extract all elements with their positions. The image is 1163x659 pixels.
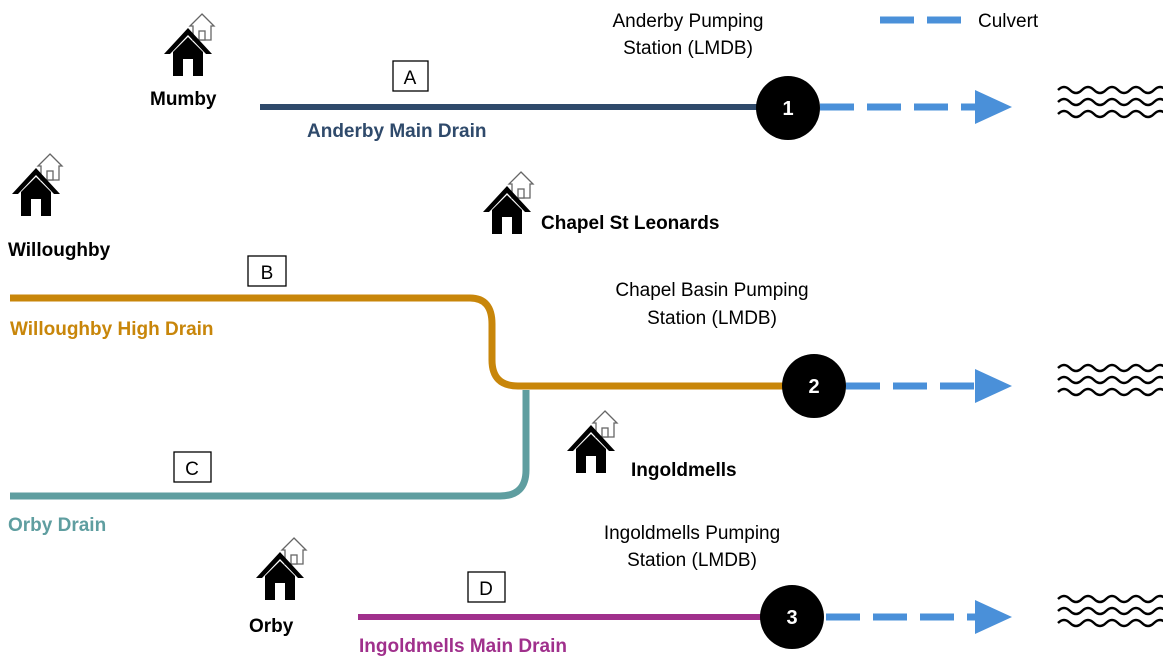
box-d-label: D: [479, 579, 493, 600]
waves-icon-3: [1056, 594, 1163, 628]
legend: Culvert: [880, 11, 1039, 32]
willoughby-high-drain-line: [10, 294, 790, 390]
drain-label-orby: Orby Drain: [8, 515, 106, 536]
station-3-number: 3: [786, 607, 797, 629]
box-d: [467, 571, 506, 603]
house-icon-willoughby: [11, 153, 63, 217]
station-1-number: 1: [782, 98, 793, 120]
station-2-label-line1: Chapel Basin Pumping: [615, 280, 808, 301]
culvert-1: [820, 90, 1012, 124]
box-a: [392, 60, 429, 92]
station-1-label-line1: Anderby Pumping: [612, 11, 763, 32]
house-icon-mumby: [163, 13, 215, 77]
station-1-marker: [756, 76, 820, 140]
drain-label-willoughby: Willoughby High Drain: [10, 319, 214, 340]
waves-icon-1: [1056, 85, 1163, 119]
town-label-willoughby: Willoughby: [8, 240, 111, 261]
station-3-label-line2: Station (LMDB): [627, 550, 757, 571]
house-icon-ingoldmells: [566, 410, 618, 474]
box-a-label: A: [404, 68, 417, 89]
culvert-3: [826, 600, 1012, 634]
drain-label-ingoldmells: Ingoldmells Main Drain: [359, 636, 567, 657]
drain-label-anderby: Anderby Main Drain: [307, 121, 486, 142]
box-b-label: B: [261, 263, 274, 284]
waves-icon-2: [1056, 363, 1163, 397]
house-icon-orby: [255, 537, 307, 601]
station-2-marker: [782, 354, 846, 418]
town-label-orby: Orby: [249, 616, 294, 637]
box-c: [173, 451, 212, 483]
station-2-label-line2: Station (LMDB): [647, 308, 777, 329]
station-1-label-line2: Station (LMDB): [623, 38, 753, 59]
house-icon-chapel: [482, 171, 534, 235]
town-label-mumby: Mumby: [150, 89, 217, 110]
box-b: [247, 255, 287, 287]
legend-culvert-label: Culvert: [978, 11, 1039, 32]
town-label-ingoldmells: Ingoldmells: [631, 460, 737, 481]
station-2-number: 2: [808, 376, 819, 398]
box-c-label: C: [185, 459, 199, 480]
culvert-2: [846, 369, 1012, 403]
station-3-label-line1: Ingoldmells Pumping: [604, 523, 780, 544]
town-label-chapel: Chapel St Leonards: [541, 213, 719, 234]
station-3-marker: [760, 585, 824, 649]
orby-drain-line: [10, 390, 530, 500]
